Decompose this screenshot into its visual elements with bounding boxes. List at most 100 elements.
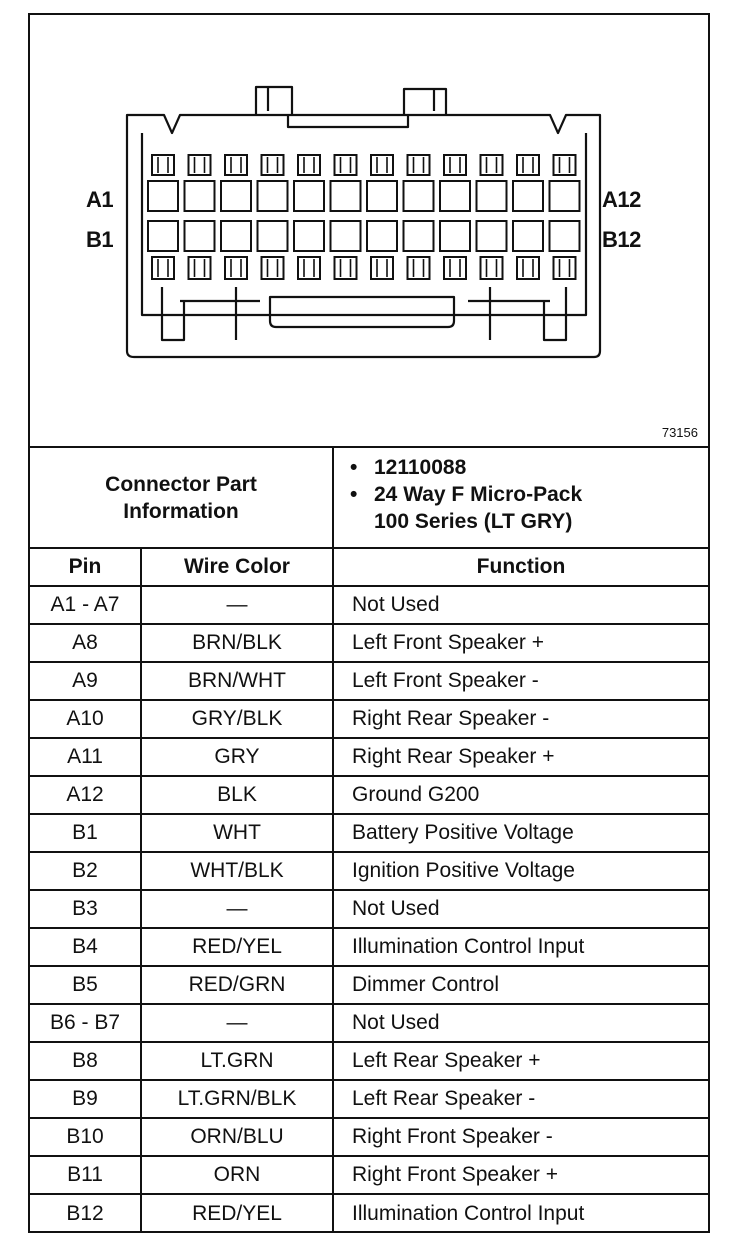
wire-color-cell: — bbox=[140, 889, 334, 929]
label-a12: A12 bbox=[602, 187, 641, 212]
row-b-cavity bbox=[183, 220, 216, 252]
row-b-terminal bbox=[224, 256, 248, 280]
pin-cell: A1 - A7 bbox=[30, 585, 142, 625]
row-a-terminal bbox=[370, 154, 394, 176]
pin-cell: A12 bbox=[30, 775, 142, 815]
pin-cell: B8 bbox=[30, 1041, 142, 1081]
function-cell: Dimmer Control bbox=[332, 965, 708, 1005]
row-a-cavity bbox=[548, 180, 581, 212]
row-a-terminal bbox=[187, 154, 212, 176]
header-pin: Pin bbox=[30, 547, 142, 587]
pin-cell: B9 bbox=[30, 1079, 142, 1119]
row-b-cavity bbox=[329, 220, 362, 252]
wire-color-cell: GRY bbox=[140, 737, 334, 777]
pin-cell: B1 bbox=[30, 813, 142, 853]
function-cell: Left Rear Speaker + bbox=[332, 1041, 708, 1081]
pin-cavities bbox=[147, 154, 581, 280]
function-cell: Left Front Speaker - bbox=[332, 661, 708, 701]
wire-color-cell: — bbox=[140, 585, 334, 625]
row-a-terminal bbox=[224, 154, 248, 176]
row-a-cavity bbox=[256, 180, 289, 212]
info-label-line2: Information bbox=[123, 499, 239, 523]
wire-color-cell: WHT bbox=[140, 813, 334, 853]
row-a-cavity bbox=[366, 180, 398, 212]
row-b-terminal bbox=[187, 256, 212, 280]
row-b-cavity bbox=[147, 220, 179, 252]
label-a1: A1 bbox=[86, 187, 114, 212]
row-a-cavity bbox=[147, 180, 179, 212]
function-cell: Left Front Speaker + bbox=[332, 623, 708, 663]
info-label-line1: Connector Part bbox=[105, 472, 257, 496]
pin-cell: B12 bbox=[30, 1193, 142, 1232]
row-b-cavity bbox=[548, 220, 581, 252]
row-a-terminal bbox=[516, 154, 540, 176]
pin-cell: B11 bbox=[30, 1155, 142, 1195]
row-b-cavity bbox=[220, 220, 252, 252]
row-a-terminal bbox=[260, 154, 285, 176]
pin-cell: A10 bbox=[30, 699, 142, 739]
table-row: B6 - B7—Not Used bbox=[30, 1003, 708, 1043]
connector-diagram: A1 B1 A12 B12 73156 bbox=[30, 15, 708, 448]
description-line2: 100 Series (LT GRY) bbox=[374, 510, 573, 533]
connector-info-row: Connector Part Information 12110088 24 W… bbox=[30, 448, 708, 549]
row-a-cavity bbox=[439, 180, 471, 212]
row-a-terminal bbox=[479, 154, 504, 176]
description-line1: 24 Way F Micro-Pack bbox=[350, 481, 708, 508]
pin-cell: A9 bbox=[30, 661, 142, 701]
function-cell: Left Rear Speaker - bbox=[332, 1079, 708, 1119]
function-cell: Not Used bbox=[332, 585, 708, 625]
wire-color-cell: RED/GRN bbox=[140, 965, 334, 1005]
function-cell: Illumination Control Input bbox=[332, 927, 708, 967]
label-b1: B1 bbox=[86, 227, 114, 252]
pin-cell: B10 bbox=[30, 1117, 142, 1157]
wire-color-cell: BRN/BLK bbox=[140, 623, 334, 663]
pin-cell: B3 bbox=[30, 889, 142, 929]
wire-color-cell: ORN bbox=[140, 1155, 334, 1195]
table-row: B3—Not Used bbox=[30, 889, 708, 929]
row-b-terminal bbox=[406, 256, 431, 280]
row-b-terminal bbox=[151, 256, 175, 280]
row-b-cavity bbox=[402, 220, 435, 252]
row-a-cavity bbox=[512, 180, 544, 212]
wire-color-cell: WHT/BLK bbox=[140, 851, 334, 891]
function-cell: Not Used bbox=[332, 1003, 708, 1043]
wire-color-cell: ORN/BLU bbox=[140, 1117, 334, 1157]
function-cell: Ground G200 bbox=[332, 775, 708, 815]
row-b-terminal bbox=[370, 256, 394, 280]
function-cell: Ignition Positive Voltage bbox=[332, 851, 708, 891]
connector-info-label: Connector Part Information bbox=[30, 448, 334, 549]
row-b-terminal bbox=[443, 256, 467, 280]
wire-color-cell: — bbox=[140, 1003, 334, 1043]
wire-color-cell: RED/YEL bbox=[140, 1193, 334, 1232]
table-header-row: Pin Wire Color Function bbox=[30, 547, 708, 587]
connector-sheet: A1 B1 A12 B12 73156 Connector Part Infor… bbox=[28, 13, 710, 1233]
row-a-cavity bbox=[329, 180, 362, 212]
pinout-table: Connector Part Information 12110088 24 W… bbox=[30, 448, 708, 1232]
connector-info-details: 12110088 24 Way F Micro-Pack 100 Series … bbox=[332, 448, 708, 549]
row-b-terminal bbox=[516, 256, 540, 280]
wire-color-cell: RED/YEL bbox=[140, 927, 334, 967]
function-cell: Right Front Speaker - bbox=[332, 1117, 708, 1157]
function-cell: Right Front Speaker + bbox=[332, 1155, 708, 1195]
header-wire-color: Wire Color bbox=[140, 547, 334, 587]
wire-color-cell: GRY/BLK bbox=[140, 699, 334, 739]
row-b-cavity bbox=[293, 220, 325, 252]
row-a-cavity bbox=[402, 180, 435, 212]
row-a-cavity bbox=[293, 180, 325, 212]
wire-color-cell: BRN/WHT bbox=[140, 661, 334, 701]
part-number: 12110088 bbox=[350, 454, 708, 481]
row-a-terminal bbox=[297, 154, 321, 176]
